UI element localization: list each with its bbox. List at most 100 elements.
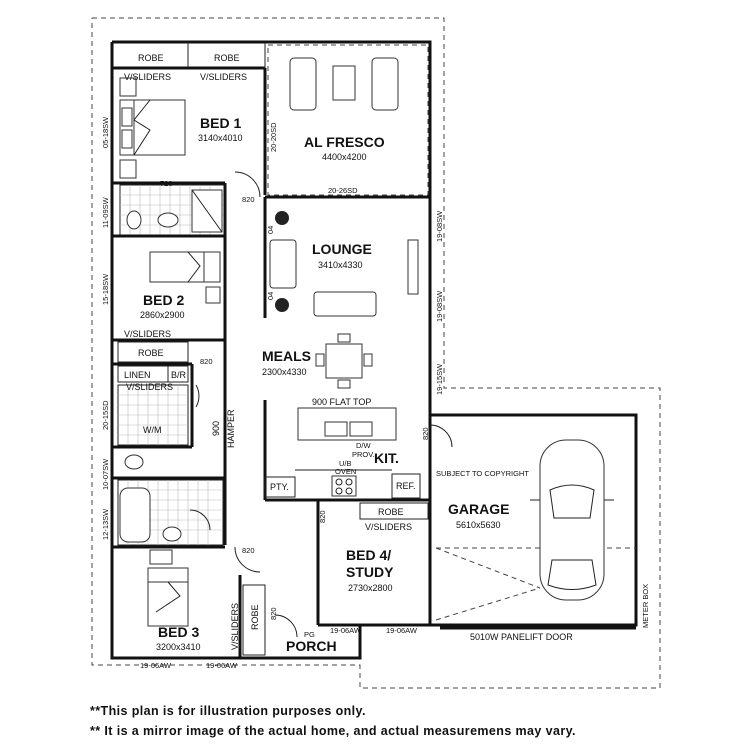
plant-icon [275,211,289,225]
bedside-table-icon [119,77,137,97]
basin-icon [157,212,179,228]
robe-label-5: ROBE [250,604,260,630]
laundry-tiles [117,384,189,446]
robe3-box [242,584,266,656]
bath-basin-icon [162,526,182,542]
disclaimer-line-2: ** It is a mirror image of the actual ho… [90,724,576,738]
meter-box-label: METER BOX [641,584,650,628]
cooktop [331,475,357,497]
room-dim-bed3: 3200x3410 [156,642,201,652]
room-name-meals: MEALS [262,348,311,364]
window-04-2: 04 [266,292,275,300]
door-820-label-6: 820 [269,607,278,620]
hamper-label: HAMPER [226,409,236,448]
robe2-box [117,341,189,363]
window-15-18sw: 15-18SW [101,273,110,305]
door-820-label-1: 820 [242,195,255,204]
window-20-26sd: 20-26SD [328,186,358,195]
room-name-bed4-line2: STUDY [346,564,394,580]
alfresco-furniture [289,57,399,111]
window-19-08sw-2: 19-08SW [435,290,444,322]
sink [324,421,348,437]
flat-top-label: 900 FLAT TOP [312,397,371,407]
disclaimer-line-1: **This plan is for illustration purposes… [90,704,366,718]
room-dim-alfresco: 4400x4200 [322,152,367,162]
room-dim-bed4: 2730x2800 [348,583,393,593]
room-dim-bed2: 2860x2900 [140,310,185,320]
vsliders-label-6: V/SLIDERS [230,603,240,650]
bed1-bed-icon [119,99,186,156]
br-box [167,365,189,383]
robe-label-4: ROBE [378,507,404,517]
vsliders-label-2: V/SLIDERS [200,72,247,82]
oven-label: OVEN [335,467,356,476]
robe-label-1: ROBE [138,53,164,63]
ref-label: REF. [396,481,416,491]
dw-label: D/W [356,441,372,450]
panelift-label: 5010W PANELIFT DOOR [470,632,573,642]
room-name-bed2: BED 2 [143,292,184,308]
robe4-box [359,502,429,520]
linen-label: LINEN [124,370,151,380]
room-dim-meals: 2300x4330 [262,367,307,377]
room-dim-garage: 5610x5630 [456,520,501,530]
toilet-icon [126,210,142,230]
window-19-06aw-2: 19-06AW [386,626,418,635]
lounge-sofa-icon [269,239,419,317]
ub-label: U/B [339,459,352,468]
br-label: B/R [171,370,187,380]
door-820-label-4: 820 [318,510,327,523]
eaves-outline [91,17,661,689]
vsliders-label-3: V/SLIDERS [124,329,171,339]
room-name-alfresco: AL FRESCO [304,134,385,150]
room-dim-bed1: 3140x4010 [198,133,243,143]
sink-2 [349,421,373,437]
window-19-15sw: 19-15SW [435,363,444,395]
exterior-wall [110,40,638,660]
vsliders-label-4: V/SLIDERS [126,382,173,392]
garage-diag-2 [435,587,541,621]
hamper-num-label: 900 [211,421,221,436]
window-05-18sw: 05-18SW [101,116,110,148]
bedside-table-3-icon [205,286,221,304]
window-19-06aw-4: 19-06AW [206,661,238,670]
door-swings [189,171,453,638]
window-19-06aw-3: 19-06AW [140,661,172,670]
window-12-13sw: 12-13SW [101,508,110,540]
vsliders-label-5: V/SLIDERS [365,522,412,532]
wc-toilet-icon [124,454,144,470]
window-04-1: 04 [266,226,275,234]
bathtub-icon [119,487,151,543]
door-820-label-2: 820 [200,357,213,366]
window-20-15sd: 20-15SD [101,400,110,430]
plant-2-icon [275,298,289,312]
robe-label-3: ROBE [138,348,164,358]
robe-label-2: ROBE [214,53,240,63]
door-820-label-5: 820 [421,427,430,440]
room-name-garage: GARAGE [448,501,509,517]
bedside-table-2-icon [119,159,137,179]
pty-label: PTY. [270,482,289,492]
room-dim-lounge: 3410x4330 [318,260,363,270]
bed3-bed-icon [147,567,189,627]
wm-label: W/M [143,425,162,435]
window-10-07sw: 10-07SW [101,458,110,490]
prov-label: PROV. [352,450,375,459]
bed2-bed-icon [149,251,221,283]
room-name-lounge: LOUNGE [312,241,372,257]
room-name-bed3: BED 3 [158,624,199,640]
fridge-box [391,473,421,499]
alfresco-outline [267,44,429,196]
door-720-label: 720 [160,179,173,188]
garage-diag-1 [435,547,541,589]
pg-label: PG [304,630,315,639]
copyright-label: SUBJECT TO COPYRIGHT [436,469,529,478]
dining-table-icon [315,333,373,389]
room-name-porch: PORCH [286,638,337,654]
bedside-table-4-icon [149,549,173,565]
pantry-box [264,476,296,498]
window-11-09sw: 11-09SW [101,196,110,228]
room-name-kit: KIT. [374,450,399,466]
room-name-bed1: BED 1 [200,115,241,131]
